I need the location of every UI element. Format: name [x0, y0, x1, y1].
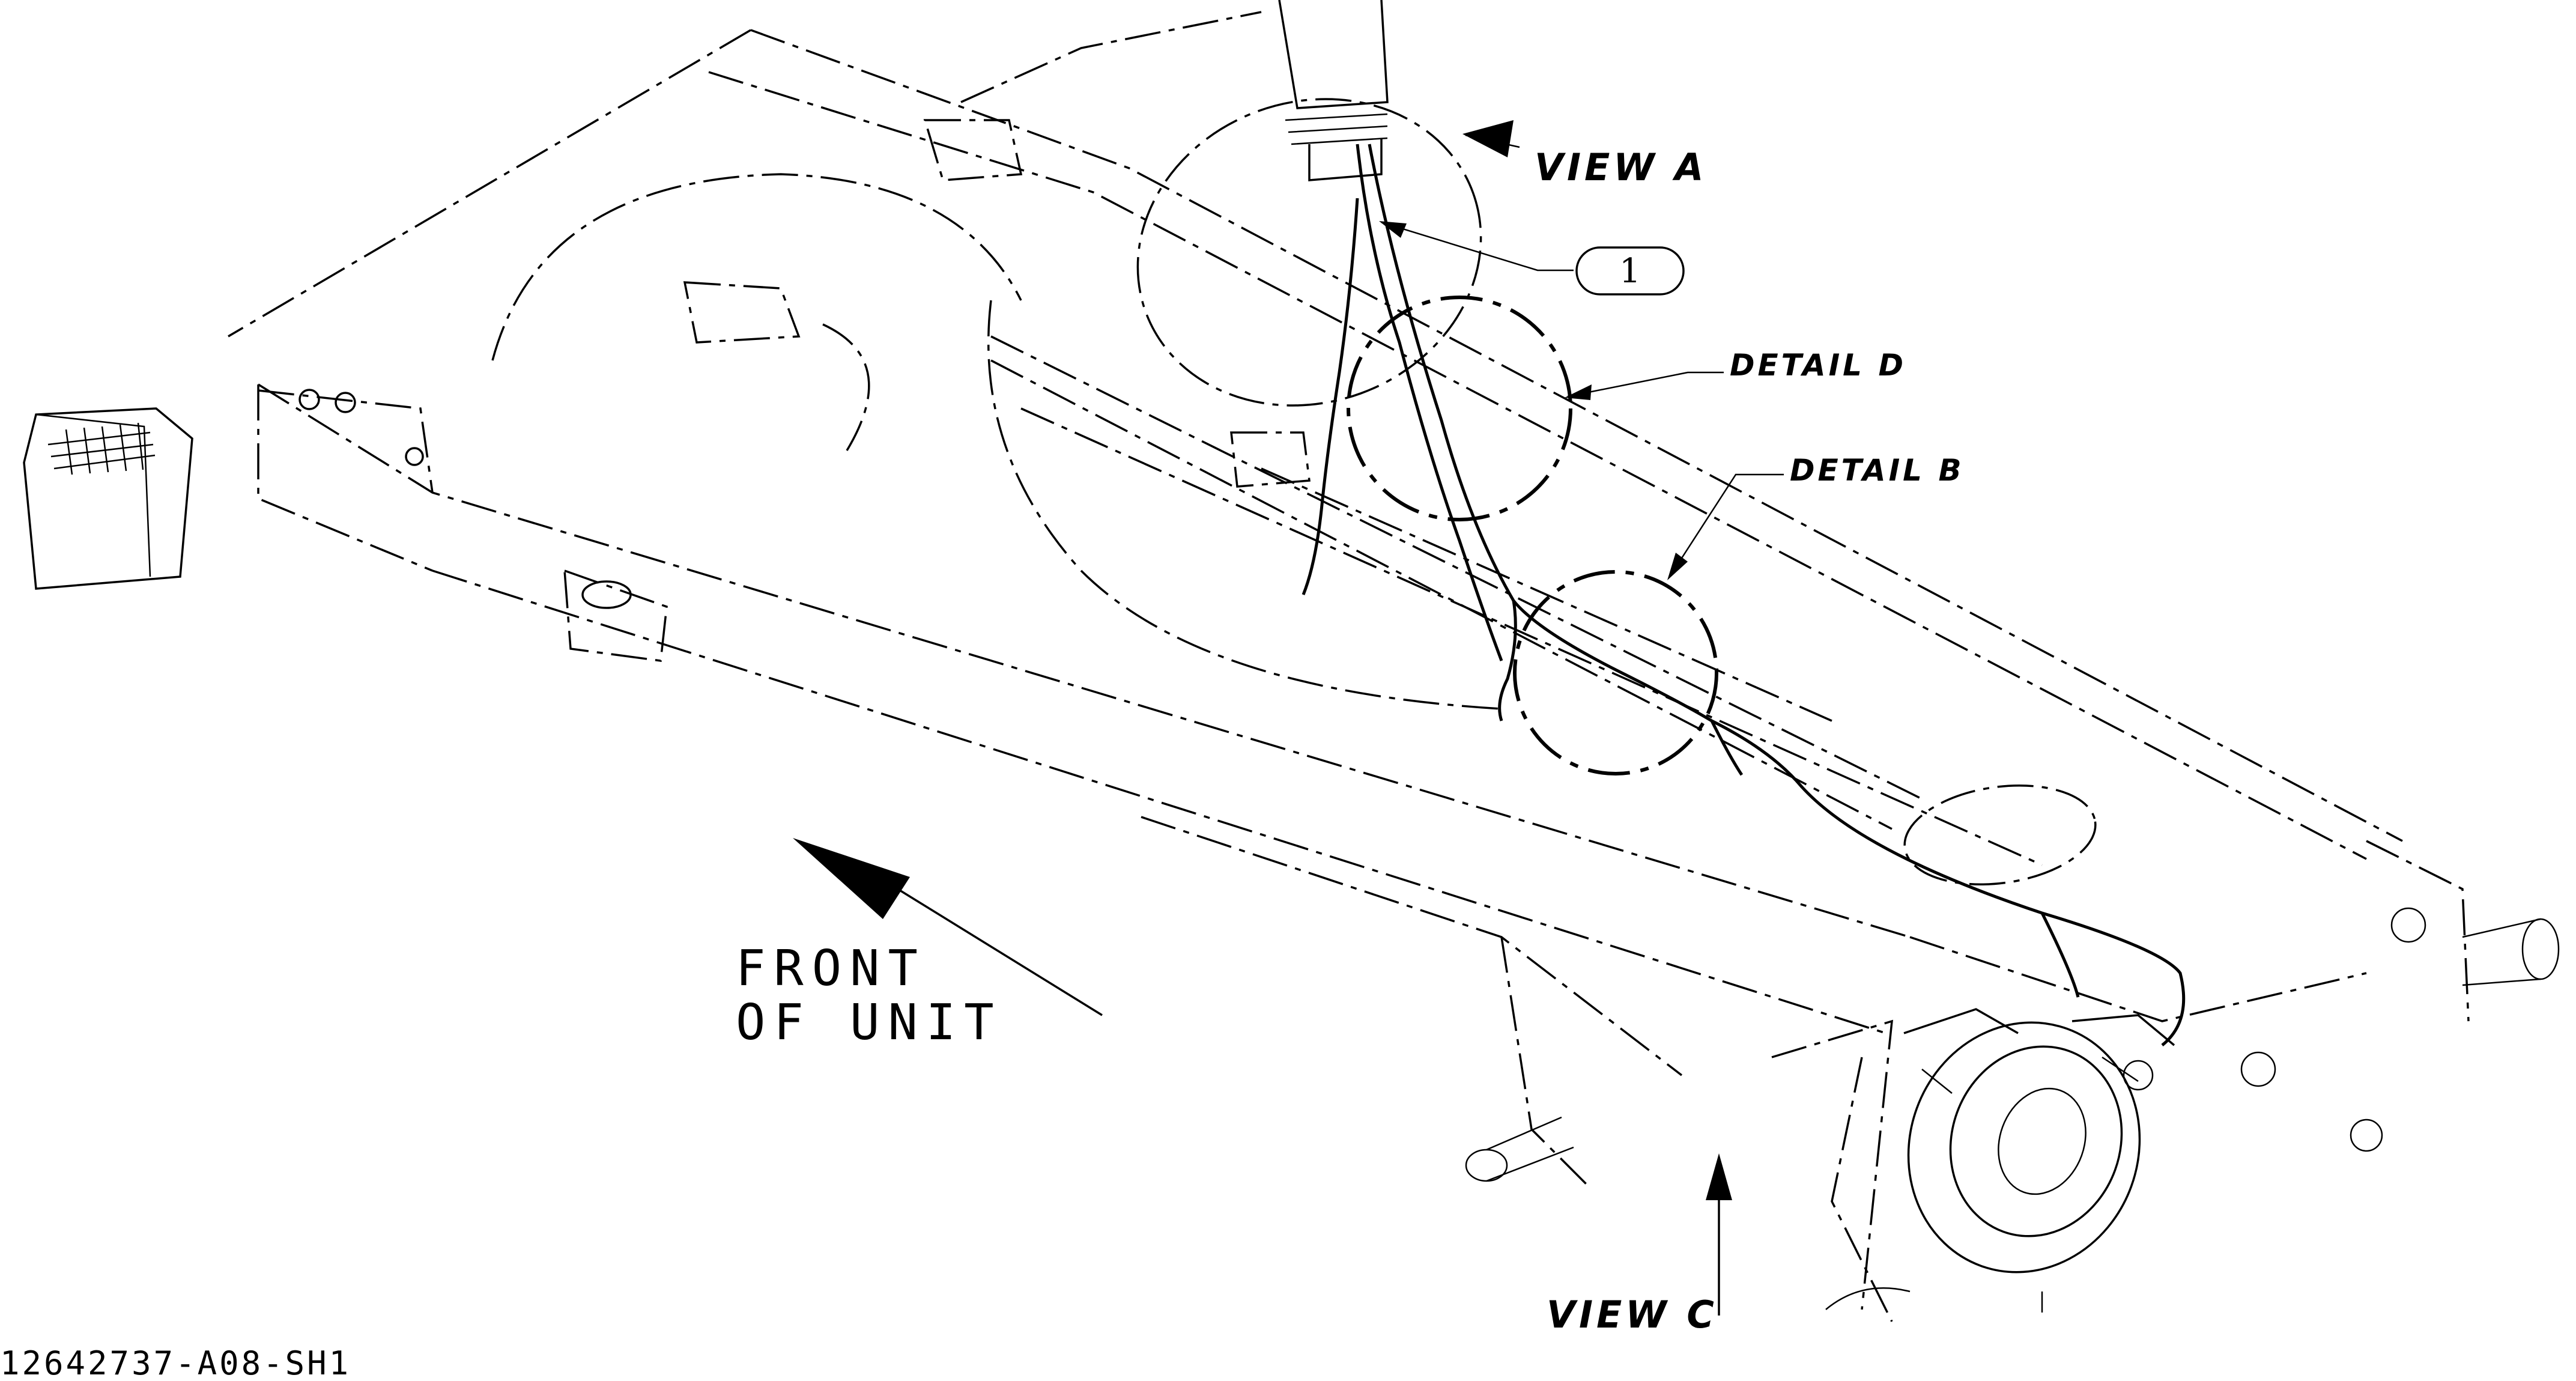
- item-1-balloon: [1575, 246, 1685, 296]
- front-label-line1: FRONT: [736, 940, 926, 997]
- detail-b-circle: [1513, 570, 1718, 775]
- item-1-label: 1: [1619, 252, 1641, 291]
- view-c-label: VIEW C: [1547, 1293, 1718, 1337]
- detail-d-arrowhead: [1565, 384, 1592, 400]
- detail-b-arrowhead: [1667, 553, 1688, 580]
- wiring-harness: [1302, 144, 2186, 1046]
- main-frame: [23, 11, 2560, 1322]
- view-a-arrow: [1462, 120, 1520, 157]
- detail-b-label: DETAIL B: [1790, 453, 1965, 488]
- front-of-unit-arrow: [793, 838, 1103, 1016]
- left-end-grid: [47, 422, 156, 475]
- item-1-leader: [1381, 221, 1574, 272]
- brake-assembly: [1903, 1008, 2175, 1273]
- upper-column: [1278, 0, 1389, 181]
- detail-d-label: DETAIL D: [1730, 348, 1906, 383]
- view-c-arrow: [1706, 1153, 1732, 1316]
- front-label-line2: OF UNIT: [736, 994, 1002, 1051]
- detail-d-leader: [1567, 371, 1724, 398]
- item-1-arrowhead: [1379, 221, 1407, 238]
- detail-b-leader: [1668, 473, 1784, 577]
- drawing-number: 12642737-A08-SH1: [0, 1344, 351, 1381]
- detail-d-circle: [1347, 296, 1572, 521]
- view-a-label: VIEW A: [1535, 145, 1707, 189]
